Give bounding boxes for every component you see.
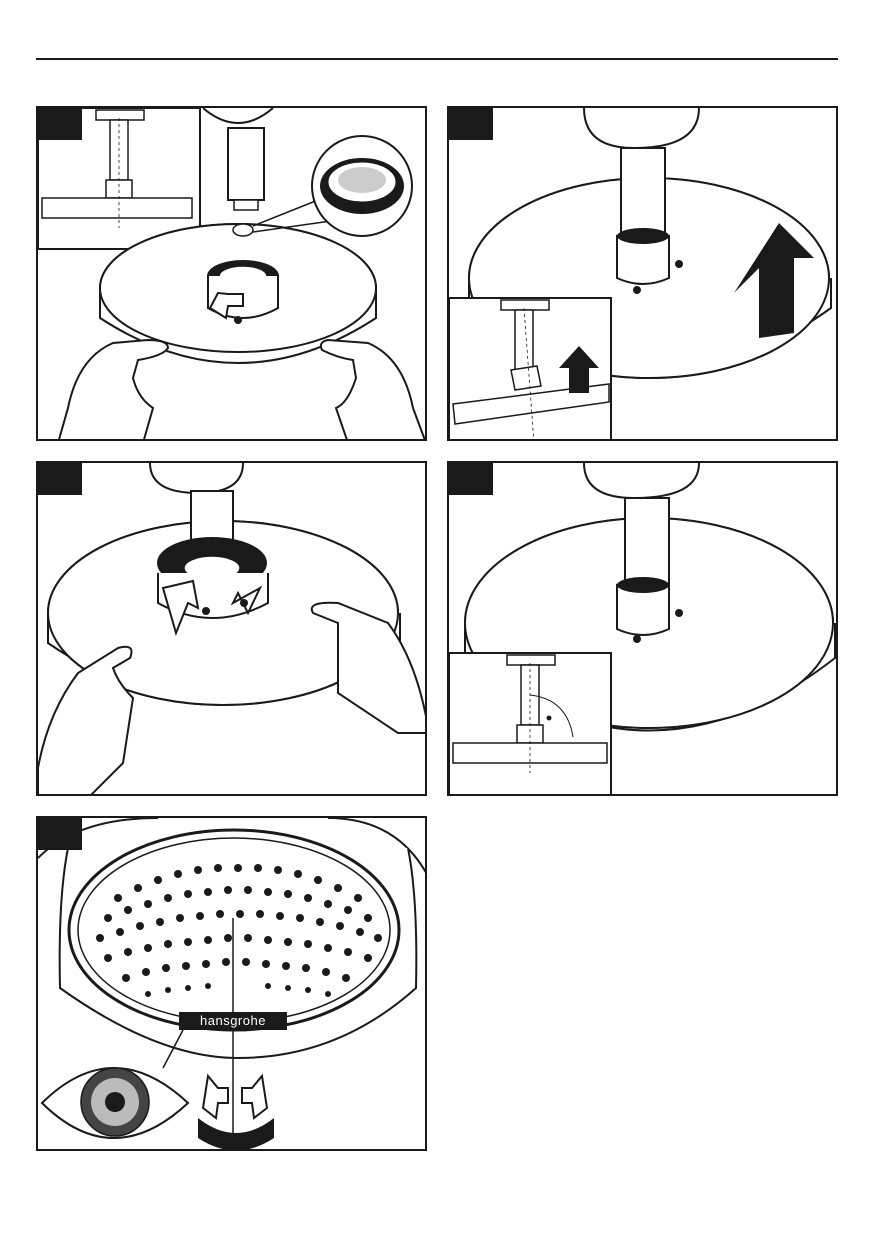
- step-4-badge: [449, 463, 493, 495]
- step-1-badge: [38, 108, 82, 140]
- step-3-badge: [38, 463, 82, 495]
- step-3-panel: [36, 461, 427, 796]
- step-2-illustration: [449, 108, 832, 439]
- spray-nozzle-pattern: [96, 864, 382, 997]
- step-4-illustration: [449, 463, 836, 794]
- step-3-illustration: [38, 463, 425, 794]
- step-5-illustration: [38, 818, 425, 1149]
- step-2-panel: [447, 106, 838, 441]
- step-2-badge: [449, 108, 493, 140]
- step-1-panel: [36, 106, 427, 441]
- step-5-badge: [38, 818, 82, 850]
- brand-label: hansgrohe: [179, 1012, 287, 1030]
- step-1-illustration: [38, 108, 425, 439]
- step-4-panel: [447, 461, 838, 796]
- header-divider: [36, 58, 838, 60]
- step-5-panel: hansgrohe: [36, 816, 427, 1151]
